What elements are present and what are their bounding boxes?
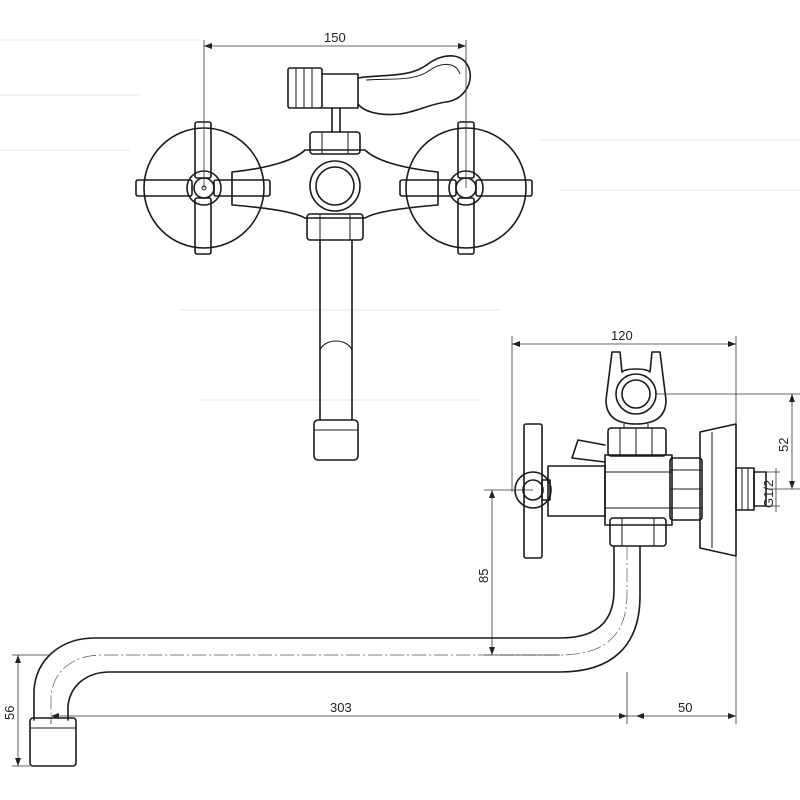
dim-85-label: 85: [476, 569, 491, 583]
dim-56-label: 56: [2, 706, 17, 720]
dim-150: 150: [203, 30, 467, 188]
dim-52: 52: [656, 393, 800, 490]
eccentric-nut: [669, 457, 703, 521]
diverter-holder: [287, 55, 471, 133]
left-cross-handle: [135, 121, 271, 255]
dim-303-label: 303: [330, 700, 352, 715]
dim-303: 303: [50, 672, 628, 724]
dim-52-label: 52: [776, 438, 791, 452]
side-cross-handle: [514, 423, 552, 559]
dim-50-label: 50: [678, 700, 692, 715]
front-spout: [313, 239, 359, 461]
ghost-lines: [0, 39, 800, 401]
dim-120: 120: [511, 328, 737, 492]
front-view: 150: [135, 30, 533, 461]
dim-85: 85: [476, 489, 560, 656]
side-shower-holder: [605, 351, 667, 428]
lower-nut: [306, 213, 364, 241]
side-bottom-nut: [609, 517, 667, 547]
mixer-body: [231, 149, 439, 219]
dim-50: 50: [627, 556, 737, 724]
handle-stem: [547, 465, 606, 517]
dim-120-label: 120: [611, 328, 633, 343]
diverter-lever: [571, 439, 606, 463]
thread-label: G1/2: [761, 480, 776, 508]
center-outlet: [309, 160, 361, 212]
dim-150-label: 150: [324, 30, 346, 45]
side-top-nut: [607, 427, 667, 457]
dim-thread: G1/2: [756, 468, 780, 512]
side-view: 120 52 G1/2 85: [2, 328, 800, 767]
wall-flange: [699, 423, 737, 557]
side-body: [604, 454, 673, 526]
upper-nut: [309, 131, 361, 155]
dim-56: 56: [2, 654, 50, 767]
long-spout: [29, 545, 641, 767]
